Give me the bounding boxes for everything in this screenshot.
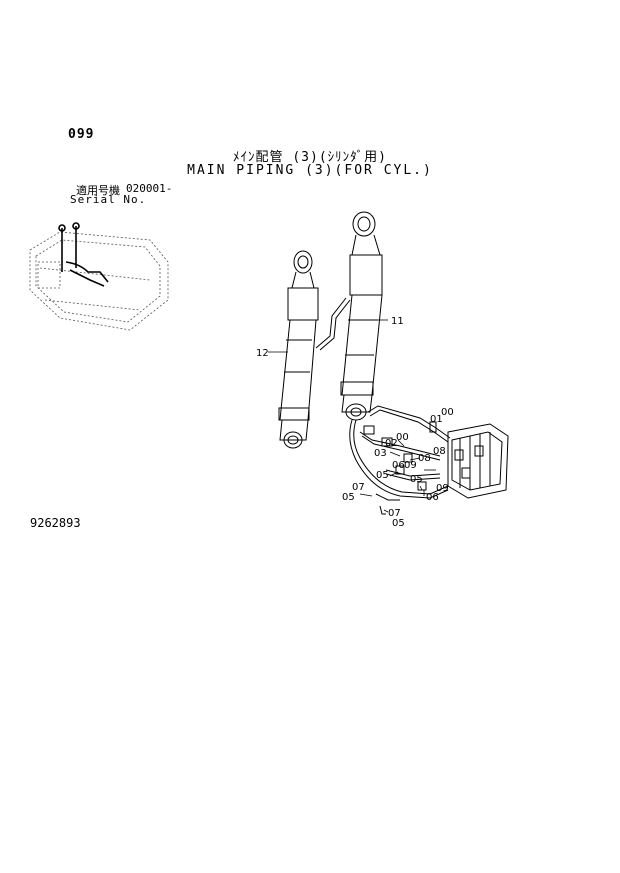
callout-07: 07	[352, 482, 365, 493]
leader-lines	[268, 319, 437, 513]
connecting-tube	[315, 297, 351, 351]
callout-03: 03	[374, 448, 387, 459]
callout-07: 07	[388, 508, 401, 519]
callout-06: 06	[392, 460, 405, 471]
control-valve	[447, 423, 509, 499]
hose-assembly	[349, 405, 451, 515]
callout-06: 06	[426, 492, 439, 503]
callout-09: 09	[404, 460, 417, 471]
callout-05: 05	[342, 492, 355, 503]
cylinder-12	[278, 250, 319, 449]
callout-05: 05	[392, 518, 405, 529]
title-english: MAIN PIPING (3)(FOR CYL.)	[187, 163, 433, 178]
thumbnail-cylinders	[58, 222, 109, 287]
part-callouts: 11 12 01 00 02 00 03 08 06 09 08 05 05 0…	[256, 316, 454, 529]
title-japanese: ﾒｲﾝ配管 (3)(ｼﾘﾝﾀﾞ用)	[233, 150, 387, 165]
serial-range: 020001-	[126, 182, 173, 195]
callout-08: 08	[418, 453, 431, 464]
page-number: 099	[68, 127, 95, 142]
callout-01: 01	[430, 414, 443, 425]
machine-location-thumbnail	[29, 231, 169, 331]
cylinder-11	[340, 211, 383, 421]
callout-02: 02	[385, 438, 398, 449]
callout-05: 05	[410, 474, 423, 485]
callout-09: 09	[436, 483, 449, 494]
callout-00: 00	[441, 407, 454, 418]
serial-label-english: Serial No.	[70, 193, 147, 206]
serial-label-japanese: 適用号機	[76, 184, 120, 197]
callout-12: 12	[256, 348, 269, 359]
callout-05: 05	[376, 470, 389, 481]
drawing-number: 9262893	[30, 516, 81, 530]
callout-08: 08	[433, 446, 446, 457]
callout-11: 11	[391, 316, 404, 327]
callout-00: 00	[396, 432, 409, 443]
